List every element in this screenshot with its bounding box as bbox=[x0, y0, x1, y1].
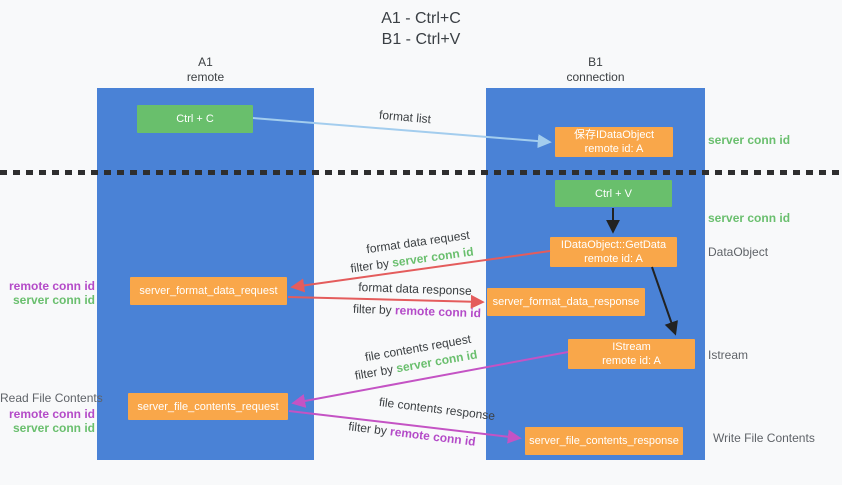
node-file-response-label: server_file_contents_response bbox=[529, 435, 679, 447]
label-file-server-conn-id: server conn id bbox=[12, 421, 95, 435]
label-format-remote-conn-id: remote conn id bbox=[8, 279, 95, 293]
label-read-file-contents: Read File Contents bbox=[0, 391, 103, 405]
label-format-server-conn-id: server conn id bbox=[12, 293, 95, 307]
node-getdata-line1: IDataObject::GetData bbox=[560, 239, 667, 251]
filter-prefix: filter by bbox=[349, 256, 390, 276]
edge-label-format-data-response: format data response bbox=[358, 280, 472, 298]
label-file-remote-conn-id: remote conn id bbox=[8, 407, 95, 421]
filter-key-remote-conn-id: remote conn id bbox=[389, 424, 477, 449]
lifeline-b1-role: connection bbox=[566, 70, 625, 84]
node-ctrl-c: Ctrl + C bbox=[137, 105, 253, 133]
node-idataobject-getdata: IDataObject::GetData remote id: A bbox=[550, 237, 677, 267]
node-ctrl-v: Ctrl + V bbox=[555, 180, 672, 207]
filter-prefix: filter by bbox=[352, 301, 392, 318]
lifeline-a1-role: remote bbox=[186, 70, 225, 84]
node-istream-line1: IStream bbox=[612, 341, 651, 353]
filter-prefix: filter by bbox=[353, 362, 395, 383]
node-server-file-contents-request: server_file_contents_request bbox=[128, 393, 288, 420]
title-line-b1: B1 - Ctrl+V bbox=[381, 31, 461, 48]
node-server-format-data-response: server_format_data_response bbox=[487, 288, 645, 316]
node-ctrl-v-label: Ctrl + V bbox=[595, 187, 632, 200]
node-save-idataobject: 保存IDataObject remote id: A bbox=[555, 127, 673, 157]
lifeline-header-b1: B1 connection bbox=[486, 55, 705, 85]
node-save-idataobject-line1: 保存IDataObject bbox=[573, 129, 655, 141]
lifeline-b1-name: B1 bbox=[588, 55, 603, 69]
edge-filter-file-contents-response: filter by remote conn id bbox=[348, 419, 477, 449]
label-istream: Istream bbox=[708, 348, 749, 362]
lifeline-header-a1: A1 remote bbox=[97, 55, 314, 85]
node-server-file-contents-response: server_file_contents_response bbox=[525, 427, 683, 455]
diagram-title: A1 - Ctrl+C B1 - Ctrl+V bbox=[0, 8, 842, 50]
node-format-request-label: server_format_data_request bbox=[139, 285, 278, 297]
node-istream: IStream remote id: A bbox=[568, 339, 695, 369]
edge-filter-format-data-response: filter by remote conn id bbox=[353, 302, 481, 320]
filter-key-remote-conn-id: remote conn id bbox=[394, 303, 482, 321]
title-line-a1: A1 - Ctrl+C bbox=[381, 10, 461, 27]
node-server-format-data-request: server_format_data_request bbox=[130, 277, 287, 305]
node-file-request-label: server_file_contents_request bbox=[137, 400, 279, 413]
label-server-conn-id-top: server conn id bbox=[708, 133, 791, 147]
edge-label-file-contents-response: file contents response bbox=[378, 394, 496, 424]
node-istream-line2: remote id: A bbox=[602, 355, 661, 367]
label-dataobject: DataObject bbox=[708, 245, 769, 259]
lifeline-a1-name: A1 bbox=[198, 55, 213, 69]
label-write-file-contents: Write File Contents bbox=[713, 431, 815, 445]
node-format-response-label: server_format_data_response bbox=[492, 296, 640, 308]
arrow-format-data-response bbox=[287, 294, 485, 309]
node-getdata-line2: remote id: A bbox=[584, 253, 643, 265]
session-divider bbox=[0, 170, 842, 175]
filter-prefix: filter by bbox=[347, 419, 388, 438]
edge-label-format-list: format list bbox=[378, 107, 432, 127]
label-server-conn-id-mid: server conn id bbox=[708, 211, 791, 225]
node-ctrl-c-label: Ctrl + C bbox=[176, 113, 214, 125]
node-save-idataobject-line2: remote id: A bbox=[584, 143, 644, 155]
